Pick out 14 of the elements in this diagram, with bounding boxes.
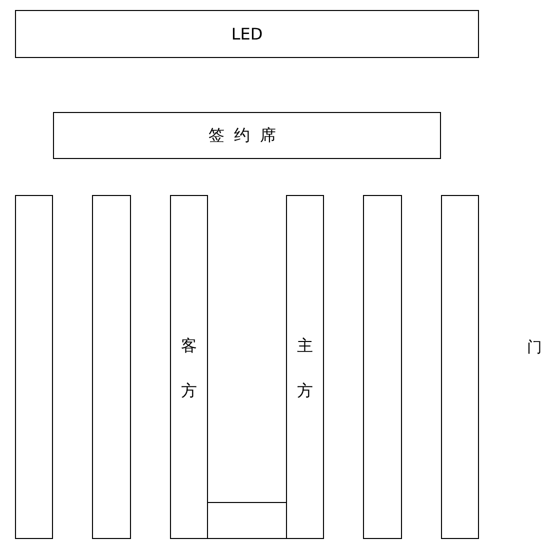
- seat-row: [15, 195, 53, 539]
- signing-table: [53, 112, 441, 159]
- display-screen: [15, 10, 479, 58]
- seat-row: [441, 195, 479, 539]
- area-label: 客方: [181, 335, 197, 402]
- seat-row: [170, 195, 208, 539]
- seat-row: [363, 195, 402, 539]
- area-label: 主方: [297, 335, 313, 402]
- door-label: 门: [527, 338, 542, 357]
- area-label: 签约席: [208, 125, 286, 146]
- area-label: LED: [230, 24, 264, 44]
- table: [207, 502, 287, 539]
- seat-row: [92, 195, 131, 539]
- seat-row: [286, 195, 324, 539]
